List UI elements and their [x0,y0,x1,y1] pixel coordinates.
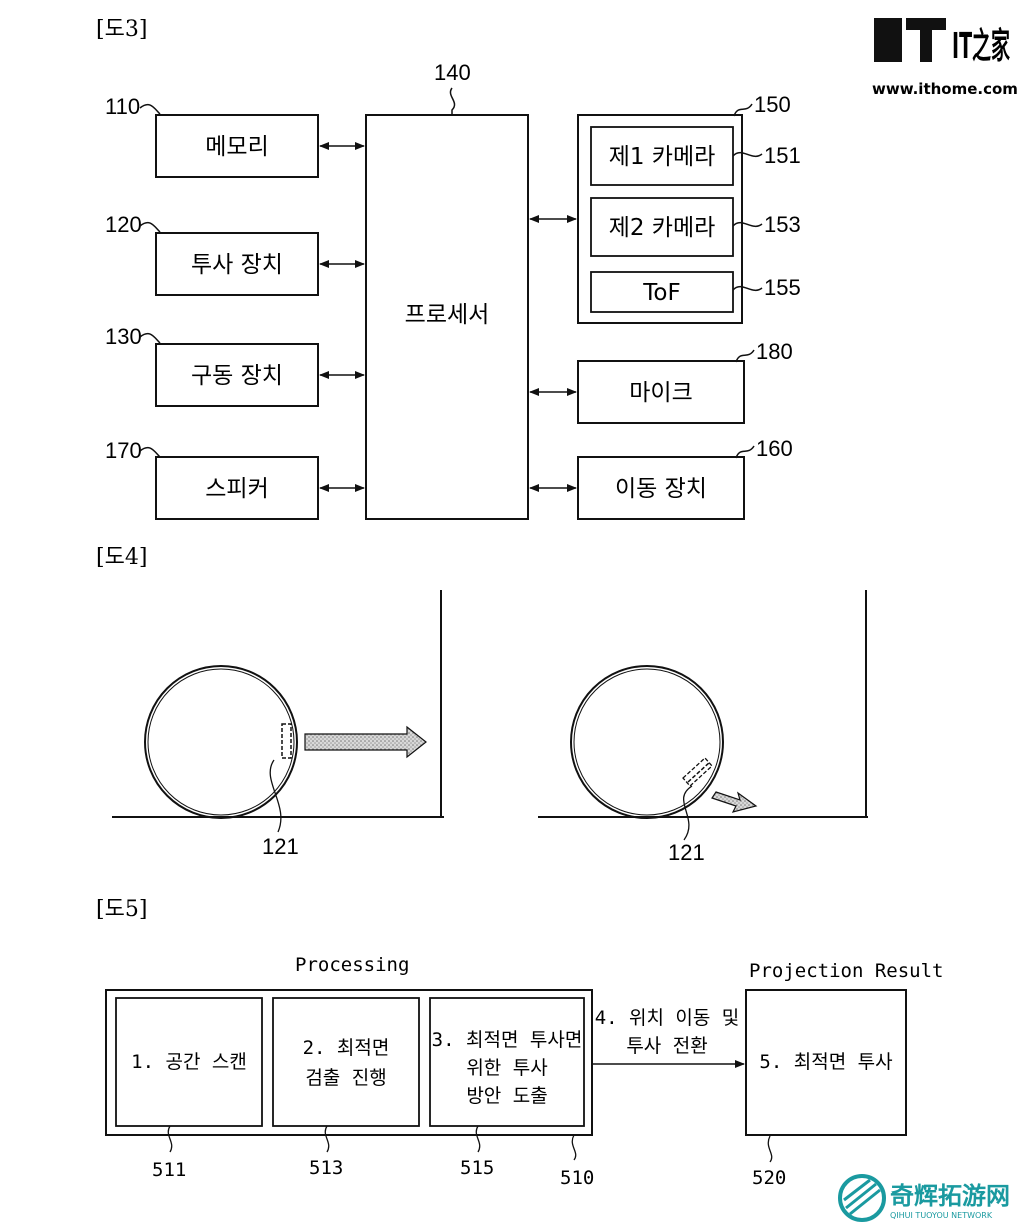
fig4-right-scene: 121 [538,590,868,865]
watermark-globe-icon [838,1174,886,1222]
camera1-label: 제1 카메라 [609,144,716,170]
step2-line1: 2. 최적면 [303,1037,390,1059]
camera1-ref: 151 [764,143,801,168]
fig4-right-ref: 121 [668,840,705,865]
fig5-label: [도5] [96,897,147,922]
step3-line3: 방안 도출 [466,1085,547,1107]
step3-line2: 위한 투사 [466,1057,547,1079]
mover-ref: 160 [756,436,793,461]
processor-ref: 140 [434,60,471,85]
processor-label: 프로세서 [405,302,490,328]
fig4-left-scene: 121 [112,590,444,859]
step3-ref: 515 [460,1157,494,1179]
mic-block: 마이크 180 [577,339,793,424]
projector-ref: 120 [105,212,142,237]
processor-block: 프로세서 140 [365,60,529,520]
step1-line1: 1. 공간 스캔 [131,1051,247,1073]
arrow-line2: 투사 전환 [626,1035,707,1057]
speaker-label: 스피커 [205,476,268,502]
right-connectors [529,215,577,492]
processing-group: 1. 공간 스캔 2. 최적면 검출 진행 3. 최적면 투사면 위한 투사 방… [105,989,593,1136]
driver-block: 구동 장치 130 [105,324,319,407]
projector-block: 투사 장치 120 [105,212,319,296]
step5-line1: 5. 최적면 투사 [759,1051,892,1073]
left-connectors [319,142,365,492]
bottom-watermark: 奇辉拓游网 QIHUI TUOYOU NETWORK [838,1174,1010,1222]
mover-block: 이동 장치 160 [577,436,793,520]
memory-ref: 110 [105,94,140,119]
memory-block: 메모리 110 [105,94,319,178]
tof-ref: 155 [764,275,801,300]
result-title: Projection Result [749,960,943,982]
step2-ref: 513 [309,1157,343,1179]
driver-label: 구동 장치 [191,363,283,389]
processing-title: Processing [295,954,409,976]
step1-ref: 511 [152,1159,186,1181]
fig5-transition-arrow: 4. 위치 이동 및 투사 전환 [592,1007,745,1068]
sensor-group: 150 제1 카메라 151 제2 카메라 153 ToF 155 [577,92,801,324]
sensor-group-ref: 150 [754,92,791,117]
tof-label: ToF [642,280,680,306]
mic-ref: 180 [756,339,793,364]
result-block: 5. 최적면 투사 [745,989,907,1136]
fig5-refs [167,1125,773,1163]
fig3-label: [도3] [96,17,147,42]
ithome-url: www.ithome.com [872,80,1018,98]
watermark-name: 奇辉拓游网 [890,1182,1010,1210]
step3-line1: 3. 최적면 투사면 [432,1029,583,1051]
arrow-line1: 4. 위치 이동 및 [595,1007,740,1029]
memory-label: 메모리 [205,134,268,160]
fig4-left-ref: 121 [262,834,299,859]
mic-label: 마이크 [629,380,692,406]
speaker-block: 스피커 170 [105,438,319,520]
fig4-label: [도4] [96,545,147,570]
camera2-label: 제2 카메라 [609,215,716,241]
processing-ref: 510 [560,1167,594,1189]
step2-line2: 검출 진행 [305,1067,386,1089]
camera2-ref: 153 [764,212,801,237]
step5-ref: 520 [752,1167,786,1189]
projector-label: 투사 장치 [191,252,283,278]
watermark-sub: QIHUI TUOYOU NETWORK [890,1211,993,1220]
ithome-logo: IT之家 www.ithome.com [872,18,1018,98]
ithome-logo-text: IT之家 [952,26,1010,67]
mover-label: 이동 장치 [615,476,707,502]
driver-ref: 130 [105,324,142,349]
speaker-ref: 170 [105,438,142,463]
